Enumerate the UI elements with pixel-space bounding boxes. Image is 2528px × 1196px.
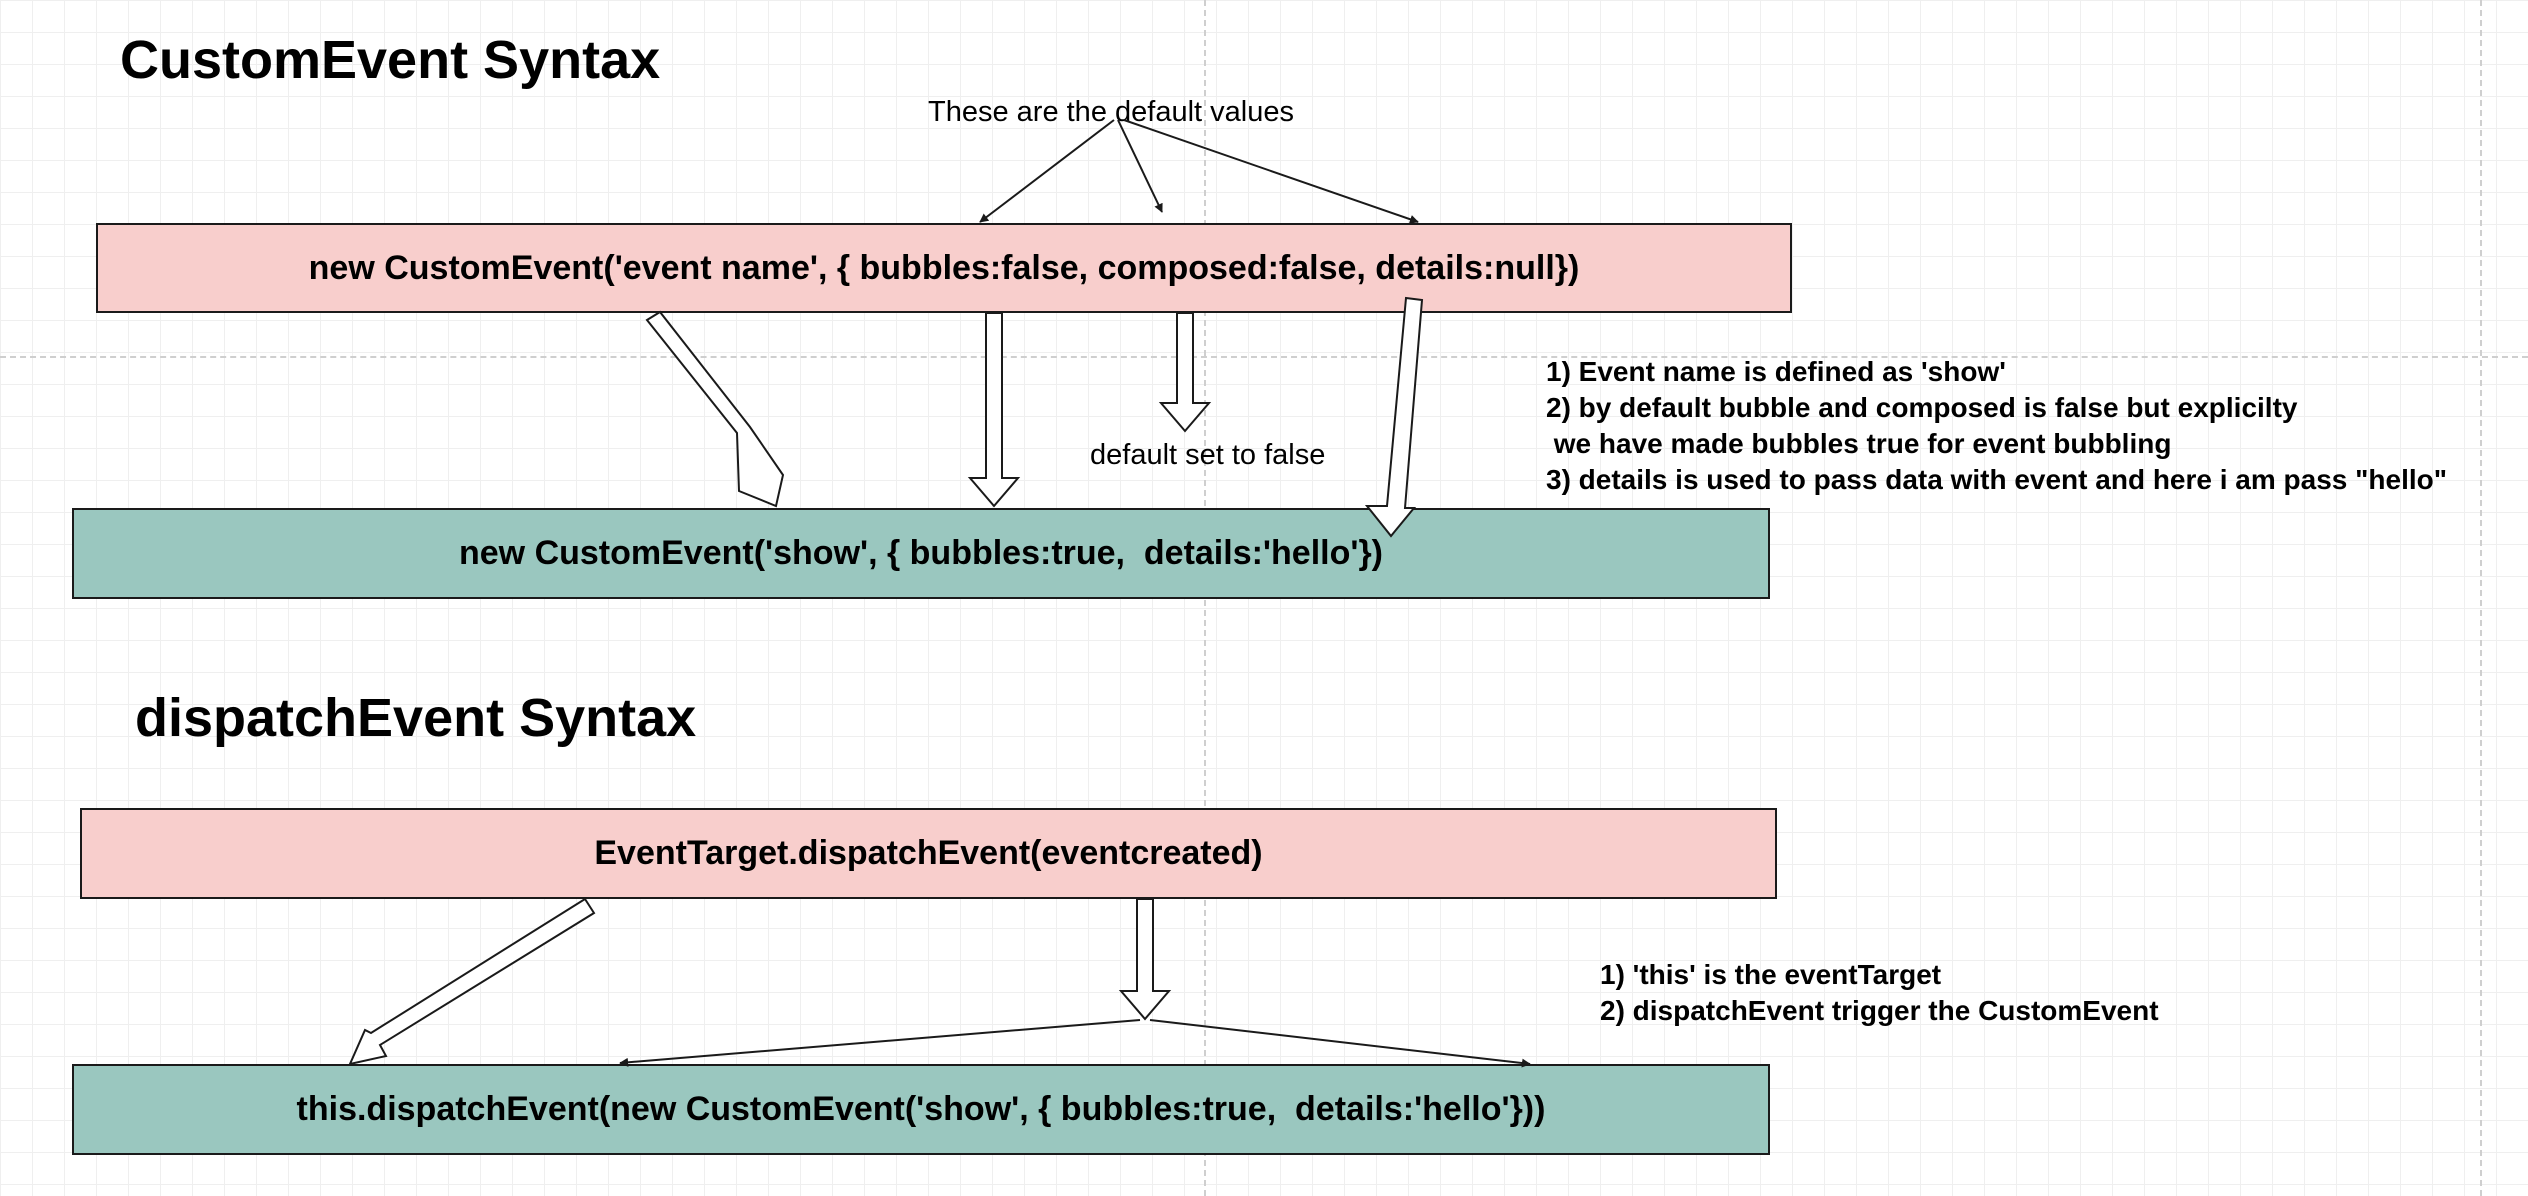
arrow-to-details <box>1123 119 1419 224</box>
dispatch-split-arrows <box>619 1019 1531 1068</box>
block-arrow-default-false <box>1158 312 1212 433</box>
custom-event-heading: CustomEvent Syntax <box>120 30 661 90</box>
note-line: 1) Event name is defined as 'show' <box>1546 356 2006 387</box>
block-arrow-diagonal <box>645 310 785 508</box>
custom-event-example-box[interactable]: new CustomEvent('show', { bubbles:true, … <box>72 508 1770 599</box>
custom-event-generic-box[interactable]: new CustomEvent('event name', { bubbles:… <box>96 223 1792 313</box>
note-line: we have made bubbles true for event bubb… <box>1546 428 2172 459</box>
arrow-split-left <box>619 1019 1141 1067</box>
default-false-label: default set to false <box>1090 439 1326 471</box>
arrow-to-bubbles <box>979 119 1115 223</box>
dispatch-generic-box[interactable]: EventTarget.dispatchEvent(eventcreated) <box>80 808 1777 899</box>
dispatch-event-notes: 1) 'this' is the eventTarget 2) dispatch… <box>1600 957 2159 1029</box>
dispatch-generic-text: EventTarget.dispatchEvent(eventcreated) <box>594 834 1263 872</box>
block-arrow-diagonal <box>348 897 596 1066</box>
note-line: 1) 'this' is the eventTarget <box>1600 959 1942 990</box>
custom-event-example-text: new CustomEvent('show', { bubbles:true, … <box>459 534 1383 572</box>
dispatch-example-box[interactable]: this.dispatchEvent(new CustomEvent('show… <box>72 1064 1770 1155</box>
note-line: 3) details is used to pass data with eve… <box>1546 464 2448 495</box>
custom-event-generic-text: new CustomEvent('event name', { bubbles:… <box>308 248 1580 287</box>
dispatch-block-arrows <box>348 897 1172 1066</box>
custom-event-notes: 1) Event name is defined as 'show' 2) by… <box>1546 354 2447 498</box>
block-arrow-details <box>1364 296 1424 538</box>
page-guide-vertical <box>2480 0 2482 1196</box>
dispatch-event-heading: dispatchEvent Syntax <box>135 688 697 748</box>
note-line: 2) by default bubble and composed is fal… <box>1546 392 2298 423</box>
block-arrow-down <box>967 312 1021 508</box>
arrow-split-right <box>1149 1019 1531 1068</box>
page-guide-horizontal <box>0 356 2528 358</box>
arrow-to-composed <box>1117 119 1163 213</box>
note-line: 2) dispatchEvent trigger the CustomEvent <box>1600 995 2159 1026</box>
default-values-arrows <box>979 119 1419 224</box>
dispatch-example-text: this.dispatchEvent(new CustomEvent('show… <box>296 1090 1546 1128</box>
block-arrow-down <box>1118 898 1172 1021</box>
custom-event-block-arrows <box>645 296 1424 538</box>
